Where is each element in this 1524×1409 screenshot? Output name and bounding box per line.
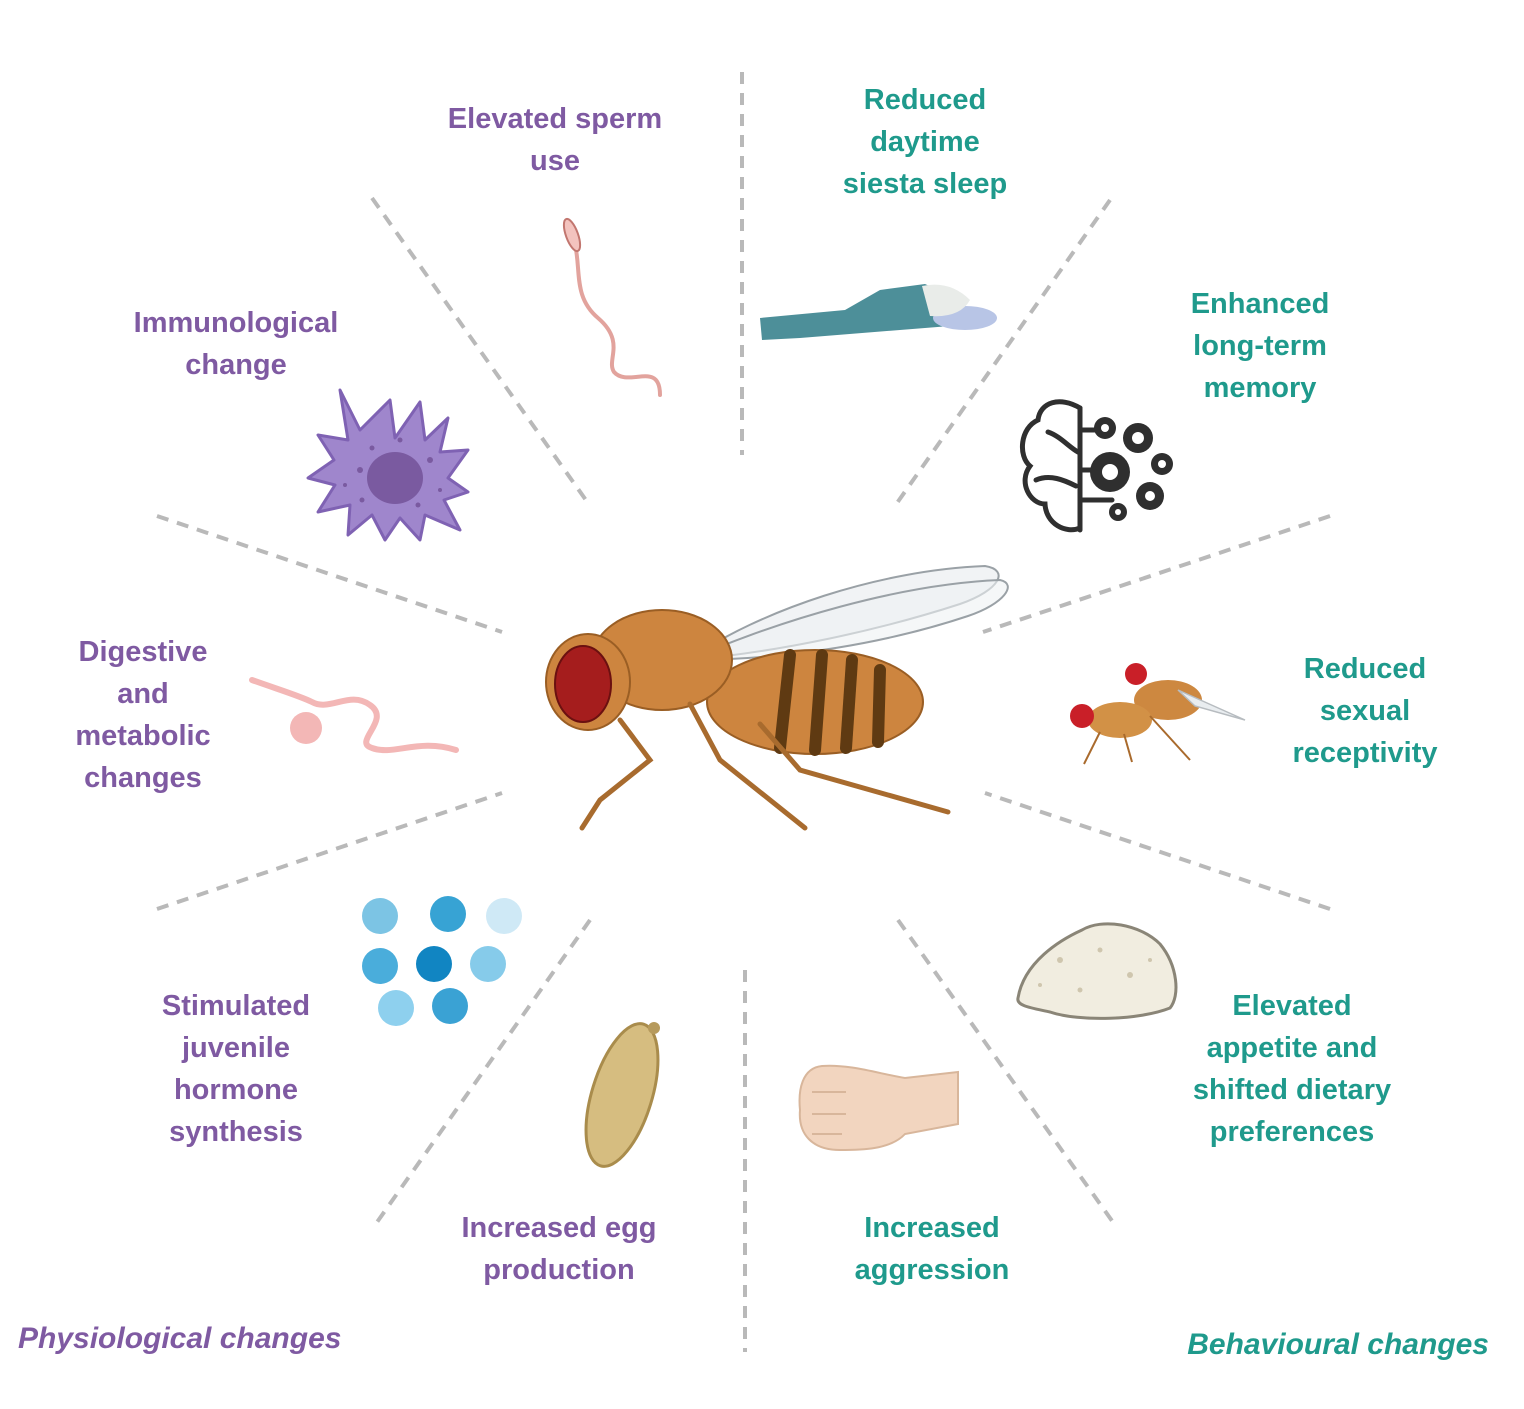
divider-line xyxy=(984,791,1331,911)
label-juvenile-hormone-synthesis: Stimulated juvenile hormone synthesis xyxy=(161,990,311,1148)
label-elevated-sperm-use: Elevated sperm use xyxy=(447,103,663,177)
label-enhanced-long-term-memory: Enhanced long-term memory xyxy=(1190,288,1330,404)
label-increased-aggression: Increased aggression xyxy=(854,1212,1010,1286)
food-pile-icon xyxy=(1016,922,1178,1020)
divider-line xyxy=(982,514,1331,634)
legend-behavioural-changes: Behavioural changes xyxy=(1187,1328,1489,1361)
legend-physiological-changes: Physiological changes xyxy=(18,1322,342,1355)
hormone-molecules-icon xyxy=(362,896,522,1026)
label-immunological-change: Immunological change xyxy=(133,307,339,381)
gut-icon xyxy=(249,677,459,754)
sleeping-person-icon xyxy=(760,284,997,340)
label-increased-egg-production: Increased egg production xyxy=(461,1212,657,1286)
egg-icon xyxy=(584,1022,660,1168)
divider-line xyxy=(156,791,503,911)
divider-line xyxy=(156,514,503,634)
label-digestive-metabolic-changes: Digestive and metabolic changes xyxy=(75,636,211,794)
mating-flies-icon xyxy=(1070,663,1246,765)
brain-gears-icon xyxy=(1020,399,1173,533)
fruit-fly-icon xyxy=(545,564,1009,831)
label-reduced-siesta-sleep: Reduced daytime siesta sleep xyxy=(842,84,1008,200)
sperm-cell-icon xyxy=(562,217,662,397)
immune-cell-icon xyxy=(306,388,470,542)
label-elevated-appetite: Elevated appetite and shifted dietary pr… xyxy=(1192,990,1392,1148)
fist-icon xyxy=(798,1064,959,1152)
label-reduced-sexual-receptivity: Reduced sexual receptivity xyxy=(1292,653,1438,769)
